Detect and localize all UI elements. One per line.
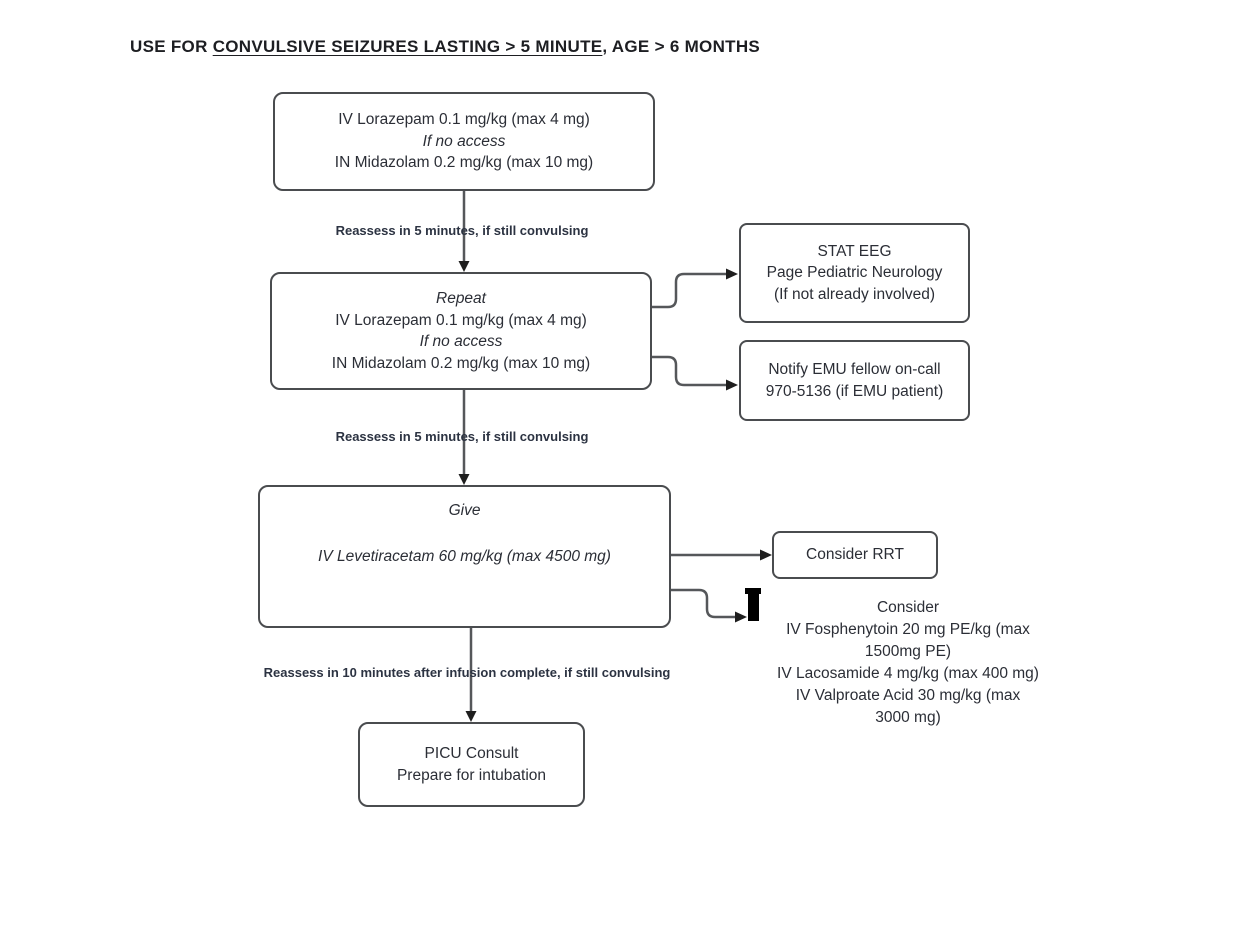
- initial-dose-line: IV Lorazepam 0.1 mg/kg (max 4 mg): [338, 111, 590, 129]
- picu-line: Prepare for intubation: [396, 766, 547, 784]
- title-suffix: , AGE > 6 MONTHS: [602, 37, 761, 56]
- flow-box-levetiracetam: Give IV Levetiracetam 60 mg/kg (max 4500…: [258, 485, 671, 628]
- reassess-5min-label-2: Reassess in 5 minutes, if still convulsi…: [335, 429, 589, 444]
- initial-dose-line: IN Midazolam 0.2 mg/kg (max 10 mg): [334, 154, 594, 172]
- give-line: Give: [448, 502, 481, 519]
- consider-rrt-label: Consider RRT: [806, 546, 904, 564]
- flow-box-initial-dose: IV Lorazepam 0.1 mg/kg (max 4 mg) If no …: [273, 92, 655, 191]
- arrowhead-right-icon: [726, 379, 738, 391]
- flow-box-repeat-dose: Repeat IV Lorazepam 0.1 mg/kg (max 4 mg)…: [270, 272, 652, 390]
- connector-repeat-to-stat-eeg: [652, 272, 726, 309]
- stat-eeg-line: STAT EEG: [817, 242, 892, 260]
- notify-emu-line: Notify EMU fellow on-call: [768, 361, 941, 378]
- arrowhead-right-icon: [735, 611, 747, 623]
- repeat-dose-line: IN Midazolam 0.2 mg/kg (max 10 mg): [331, 354, 591, 372]
- notify-emu-line: 970-5136 (if EMU patient): [765, 382, 944, 400]
- arrowhead-right-icon: [726, 268, 738, 280]
- page-title: USE FOR CONVULSIVE SEIZURES LASTING > 5 …: [130, 37, 760, 57]
- repeat-dose-line: Repeat: [436, 290, 486, 307]
- stat-eeg-line: Page Pediatric Neurology: [766, 264, 943, 282]
- consider-list-line: IV Lacosamide 4 mg/kg (max 400 mg): [777, 665, 1039, 682]
- flow-box-consider-rrt: Consider RRT: [772, 531, 938, 579]
- consider-medications-list: Consider IV Fosphenytoin 20 mg PE/kg (ma…: [727, 597, 1089, 729]
- arrowhead-down-icon: [465, 711, 477, 722]
- initial-dose-line: If no access: [422, 132, 506, 150]
- connector-give-to-consider-list: [671, 588, 735, 619]
- arrowhead-down-icon: [458, 261, 470, 272]
- reassess-10min-label: Reassess in 10 minutes after infusion co…: [263, 665, 671, 680]
- repeat-dose-line: If no access: [419, 333, 503, 350]
- flow-box-stat-eeg: STAT EEG Page Pediatric Neurology (If no…: [739, 223, 970, 323]
- text-cursor-artifact: [745, 588, 761, 621]
- title-underlined-text: CONVULSIVE SEIZURES LASTING > 5 MINUTE: [212, 37, 603, 56]
- title-prefix: USE FOR: [130, 37, 213, 56]
- consider-list-line: 1500mg PE): [864, 643, 952, 660]
- reassess-5min-label-1: Reassess in 5 minutes, if still convulsi…: [335, 223, 589, 238]
- arrowhead-right-icon: [760, 549, 772, 561]
- flow-box-picu: PICU Consult Prepare for intubation: [358, 722, 585, 807]
- consider-list-line: 3000 mg): [875, 709, 941, 726]
- picu-line: PICU Consult: [424, 745, 519, 762]
- give-line: IV Levetiracetam 60 mg/kg (max 4500 mg): [318, 547, 611, 565]
- consider-list-line: IV Fosphenytoin 20 mg PE/kg (max: [786, 621, 1030, 638]
- repeat-dose-line: IV Lorazepam 0.1 mg/kg (max 4 mg): [335, 311, 587, 329]
- stat-eeg-line: (If not already involved): [773, 285, 936, 303]
- consider-list-line: Consider: [876, 599, 940, 616]
- consider-list-line: IV Valproate Acid 30 mg/kg (max: [795, 687, 1021, 704]
- flow-box-notify-emu: Notify EMU fellow on-call 970-5136 (if E…: [739, 340, 970, 421]
- connector-repeat-to-notify-emu: [652, 355, 726, 387]
- arrowhead-down-icon: [458, 474, 470, 485]
